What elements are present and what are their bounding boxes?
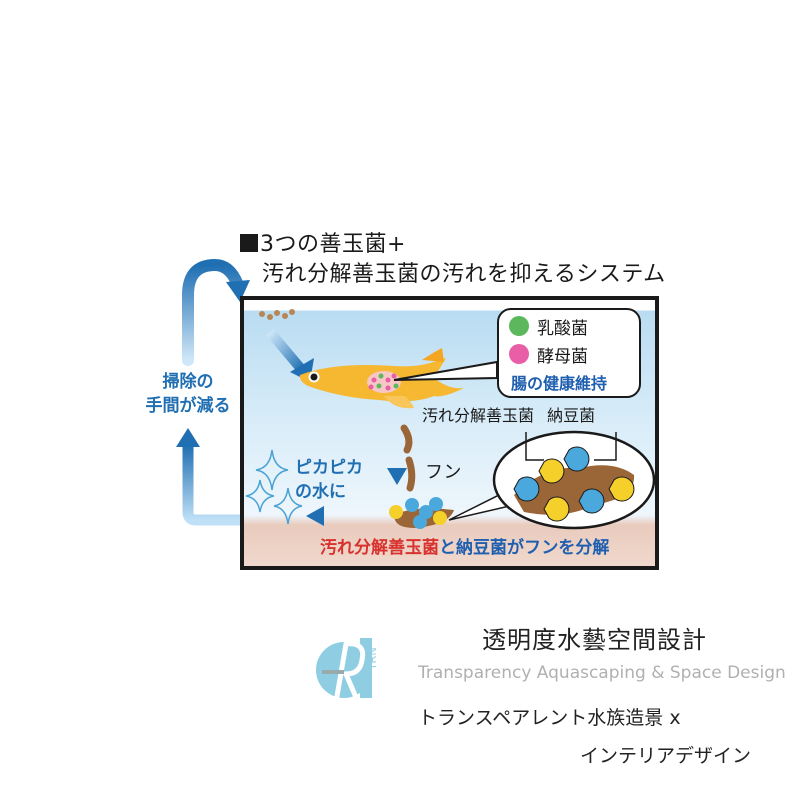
decomposer-bacteria-label: 汚れ分解善玉菌 (422, 406, 535, 425)
yeast-label: 酵母菌 (537, 347, 588, 367)
square-bullet-icon (240, 234, 258, 252)
diagram-title: 3つの善玉菌+ 汚れ分解善玉菌の汚れを抑えるシステム (240, 230, 666, 290)
yeast-dot-icon (509, 344, 529, 364)
cycle-label: 掃除の 手間が減る (128, 370, 248, 418)
food-pellets-icon (259, 309, 295, 320)
aquarium-illustration (245, 309, 655, 530)
feces-label: フン (425, 462, 462, 483)
svg-text:TRN: TRN (367, 647, 379, 670)
bacteria-labels: 汚れ分解善玉菌 納豆菌 (422, 402, 595, 426)
fish-icon (299, 348, 464, 409)
clean-water-line-1: ピカピカ (295, 458, 363, 478)
brand-tagline-line-2: インテリアデザイン (580, 745, 752, 767)
brand-name-jp: 透明度水藝空間設計 (482, 626, 707, 654)
lactic-acid-bacteria-dot-icon (509, 316, 529, 336)
cycle-label-line-2: 手間が減る (145, 396, 231, 416)
gut-health-caption: 腸の健康維持 (511, 374, 608, 393)
bacteria-large-group (513, 446, 635, 522)
clean-water-label: ピカピカ の水に (295, 456, 363, 504)
cycle-arrow-icon (176, 258, 250, 526)
brand-name-en: Transparency Aquascaping & Space Design (418, 663, 786, 683)
brand-logo-icon: TRN (316, 638, 379, 703)
sparkle-icon (245, 449, 303, 525)
natto-bacteria-label: 納豆菌 (547, 406, 596, 425)
title-line-1: 3つの善玉菌+ (260, 232, 406, 257)
bottom-caption-blue: と納豆菌がフンを分解 (439, 538, 610, 558)
bacteria-small-group (389, 497, 454, 529)
cycle-label-line-1: 掃除の (162, 372, 214, 392)
brand-tagline-line-1: トランスペアレント水族造景 x (418, 707, 681, 729)
bottom-caption-red: 汚れ分解善玉菌 (320, 538, 439, 558)
clean-water-line-2: の水に (295, 482, 346, 502)
gut-health-bubble: 乳酸菌 酵母菌 腸の健康維持 (497, 308, 641, 398)
bottom-caption: 汚れ分解善玉菌と納豆菌がフンを分解 (320, 533, 609, 558)
lactic-acid-bacteria-label: 乳酸菌 (537, 319, 588, 339)
title-line-2: 汚れ分解善玉菌の汚れを抑えるシステム (262, 262, 666, 287)
